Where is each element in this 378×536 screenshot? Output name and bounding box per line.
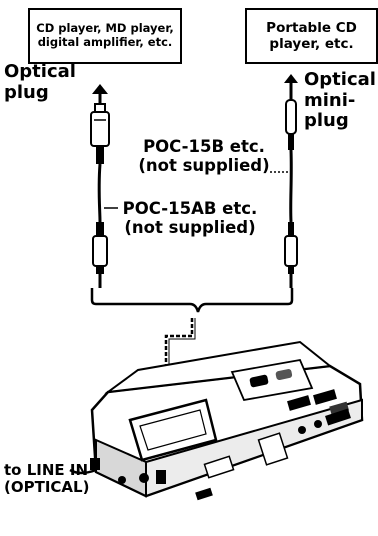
arrow-up-right bbox=[284, 74, 298, 90]
poc15b-label: POC-15B etc. (not supplied) bbox=[138, 137, 270, 175]
optical-plug-label: Optical plug bbox=[4, 61, 76, 103]
mini-plug-left-lower bbox=[92, 222, 108, 288]
brace bbox=[90, 288, 294, 313]
optical-mini-plug-right bbox=[285, 90, 297, 150]
mini-plug-right-lower bbox=[284, 222, 298, 288]
line-in-label: to LINE IN (OPTICAL) bbox=[4, 461, 90, 497]
source-device-box-right: Portable CD player, etc. bbox=[245, 8, 378, 64]
cable-poc15ab bbox=[97, 163, 102, 223]
source-device-box-left: CD player, MD player, digital amplifier,… bbox=[28, 8, 182, 64]
optical-mini-plug-label: Optical mini-plug bbox=[304, 69, 376, 132]
arrow-up-left bbox=[92, 84, 108, 104]
optical-plug-left bbox=[90, 103, 110, 164]
cable-to-recorder bbox=[142, 318, 194, 470]
poc15ab-label: POC-15AB etc. (not supplied) bbox=[122, 199, 258, 237]
source-device-label-right: Portable CD player, etc. bbox=[266, 19, 357, 52]
md-recorder bbox=[69, 340, 364, 501]
source-device-label-left: CD player, MD player, digital amplifier,… bbox=[36, 21, 174, 49]
cable-poc15b bbox=[289, 149, 293, 223]
